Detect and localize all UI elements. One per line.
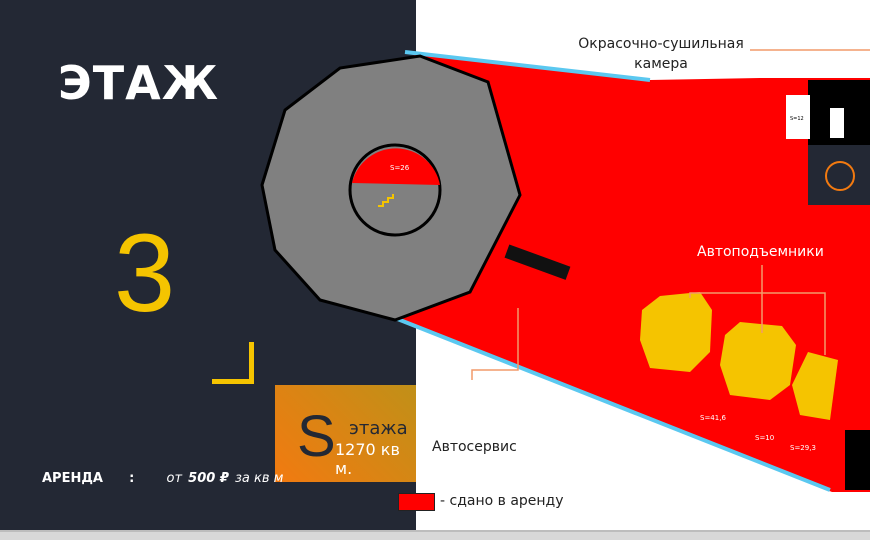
car-lift-icon xyxy=(640,292,712,372)
area-value: 1270 кв м. xyxy=(335,440,400,478)
paint-booth-icon xyxy=(808,145,870,205)
legend-swatch xyxy=(398,493,435,511)
area-label: этажа xyxy=(349,418,408,439)
restroom-room xyxy=(786,95,810,139)
area-box: S этажа 1270 кв м. xyxy=(275,385,416,482)
floor-number: 3 xyxy=(114,212,176,335)
elevator-icon xyxy=(830,108,844,138)
rent-prefix: от xyxy=(166,471,183,486)
car-lift-icon xyxy=(720,322,796,400)
rent-info: АРЕНДА : от 500 ₽ за кв м xyxy=(42,471,283,486)
window-top xyxy=(404,50,651,82)
rent-price: 500 ₽ xyxy=(188,471,229,486)
paint-booth-label: Окрасочно-сушильная камера xyxy=(578,36,744,72)
lifts-label: Автоподъемники xyxy=(697,244,824,260)
corner-decoration xyxy=(212,342,254,384)
car-lift-icon xyxy=(792,352,838,420)
window-bottom xyxy=(394,316,831,492)
rent-suffix: за кв м xyxy=(235,471,284,486)
stairs-icon xyxy=(378,194,394,207)
floor-heading: ЭТАЖ xyxy=(58,56,220,110)
service-label: Автосервис xyxy=(432,439,517,455)
area-label: S=12 xyxy=(790,116,804,122)
legend-text: - сдано в аренду xyxy=(440,493,564,509)
area-label: S=29,3 xyxy=(790,444,816,452)
area-label: S=10 xyxy=(755,434,774,442)
area-label: S=41,6 xyxy=(700,414,726,422)
bottom-bar xyxy=(0,530,870,540)
area-symbol: S xyxy=(297,404,336,469)
rent-label: АРЕНДА xyxy=(42,471,103,486)
area-label: S=26 xyxy=(390,164,410,172)
rent-separator: : xyxy=(129,471,135,486)
